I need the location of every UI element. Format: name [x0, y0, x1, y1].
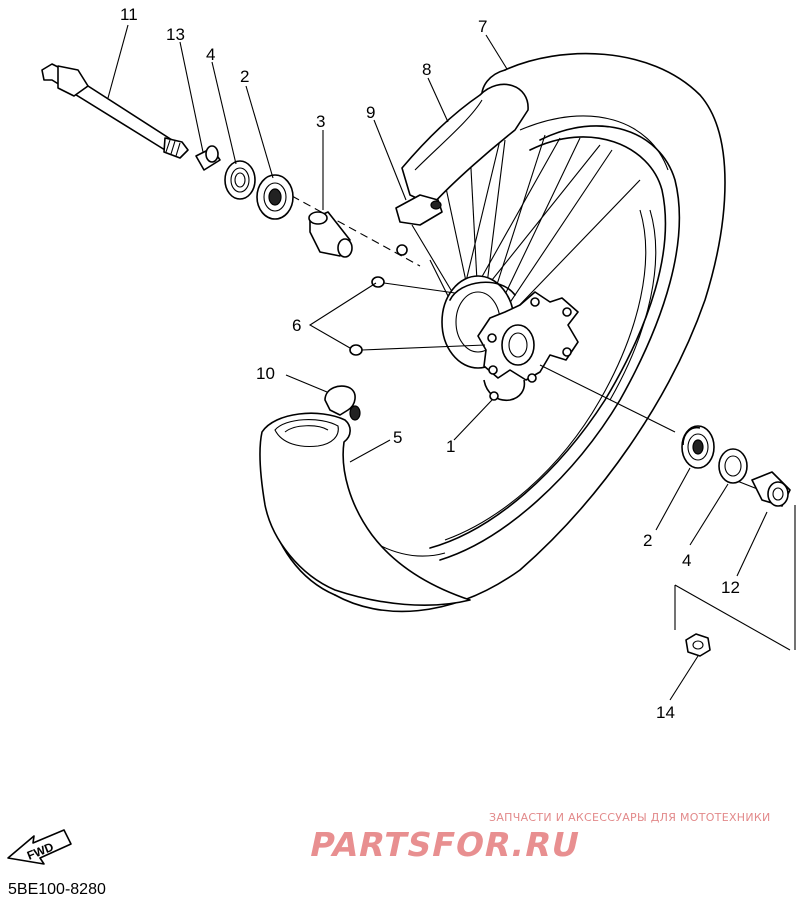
callout-7: 7	[478, 17, 487, 36]
callout-11: 11	[120, 5, 138, 24]
valve-cap-part-10	[324, 385, 361, 421]
oil-seal-part-4-left	[224, 160, 256, 200]
watermark-tagline: ЗАПЧАСТИ И АКСЕССУАРЫ ДЛЯ МОТОТЕХНИКИ	[489, 811, 771, 824]
collar-part-12	[751, 471, 791, 507]
callout-6: 6	[292, 316, 301, 335]
axle-part-11	[41, 63, 189, 159]
valve-part-9	[395, 194, 443, 226]
callout-3: 3	[316, 112, 325, 131]
screws-part-6	[349, 244, 486, 356]
rim-band-part-8	[401, 83, 529, 206]
callout-4-lower: 4	[682, 551, 691, 570]
oil-seal-part-4-right	[718, 448, 748, 484]
bearing-part-2-left	[256, 174, 294, 220]
callout-2-upper: 2	[240, 67, 249, 86]
callout-1: 1	[446, 437, 455, 456]
watermark-logo: PARTSFOR.RU	[306, 825, 583, 864]
callout-13: 13	[166, 25, 185, 44]
spacer-part-3	[308, 211, 353, 258]
callout-9: 9	[366, 103, 375, 122]
callout-10: 10	[256, 364, 275, 383]
callout-5: 5	[393, 428, 402, 447]
collar-part-13	[195, 145, 221, 171]
callout-12: 12	[721, 578, 740, 597]
inner-tube-part-5	[259, 412, 471, 606]
fwd-arrow: FWD	[7, 829, 72, 865]
rim	[369, 115, 669, 557]
callout-4-upper: 4	[206, 45, 215, 64]
hub-flange-part-1	[477, 291, 579, 402]
diagram-code: 5BE100-8280	[8, 881, 106, 898]
callout-8: 8	[422, 60, 431, 79]
axle-nut-part-14	[674, 505, 796, 657]
bearing-part-2-right	[681, 425, 715, 469]
spokes	[411, 134, 641, 316]
leader-lines	[107, 24, 768, 701]
callout-2-lower: 2	[643, 531, 652, 550]
callout-14: 14	[656, 703, 675, 722]
